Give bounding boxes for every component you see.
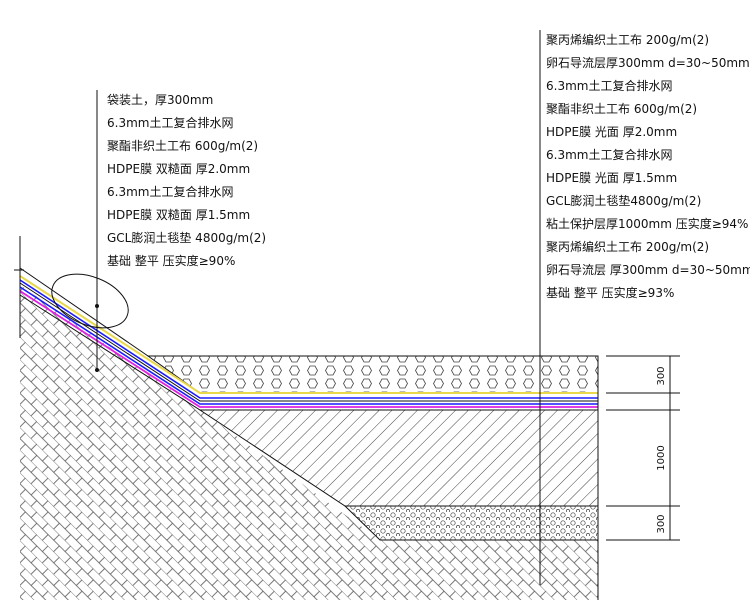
right-label-11: 基础 整平 压实度≥93% — [546, 285, 674, 300]
left-label-7: 基础 整平 压实度≥90% — [107, 253, 235, 268]
left-label-2: 聚酯非织土工布 600g/m(2) — [107, 139, 258, 153]
dim-300-bottom: 300 — [656, 514, 667, 533]
left-label-6: GCL膨润土毯垫 4800g/m(2) — [107, 230, 266, 245]
detail-ellipse — [51, 273, 129, 329]
upper-gravel-layer — [146, 355, 599, 394]
dim-1000: 1000 — [656, 445, 667, 470]
right-label-5: 6.3mm土工复合排水网 — [546, 147, 672, 162]
right-label-8: 粘土保护层厚1000mm 压实度≥94% — [546, 216, 748, 231]
left-label-1: 6.3mm土工复合排水网 — [107, 115, 233, 130]
left-callout: 袋装土，厚300mm 6.3mm土工复合排水网 聚酯非织土工布 600g/m(2… — [107, 93, 266, 268]
native-soil-hatch — [20, 285, 598, 600]
dimension-lines — [606, 355, 680, 541]
right-label-2: 6.3mm土工复合排水网 — [546, 78, 672, 93]
right-label-0: 聚丙烯编织土工布 200g/m(2) — [546, 32, 709, 47]
right-label-4: HDPE膜 光面 厚2.0mm — [546, 125, 677, 139]
right-label-7: GCL膨润土毯垫4800g/m(2) — [546, 193, 701, 208]
left-label-0: 袋装土，厚300mm — [107, 93, 213, 107]
right-label-10: 卵石导流层 厚300mm d=30~50mm — [546, 263, 750, 277]
right-label-3: 聚酯非织土工布 600g/m(2) — [546, 102, 697, 116]
left-label-3: HDPE膜 双糙面 厚2.0mm — [107, 162, 250, 176]
left-label-5: HDPE膜 双糙面 厚1.5mm — [107, 208, 250, 222]
left-label-4: 6.3mm土工复合排水网 — [107, 184, 233, 199]
right-callout: 聚丙烯编织土工布 200g/m(2) 卵石导流层厚300mm d=30~50mm… — [546, 32, 750, 300]
right-label-9: 聚丙烯编织土工布 200g/m(2) — [546, 239, 709, 254]
dim-300-top: 300 — [656, 366, 667, 385]
liner-band — [19, 275, 598, 411]
right-label-6: HDPE膜 光面 厚1.5mm — [546, 171, 677, 185]
right-label-1: 卵石导流层厚300mm d=30~50mm — [546, 56, 750, 70]
lower-gravel-layer — [343, 505, 599, 541]
